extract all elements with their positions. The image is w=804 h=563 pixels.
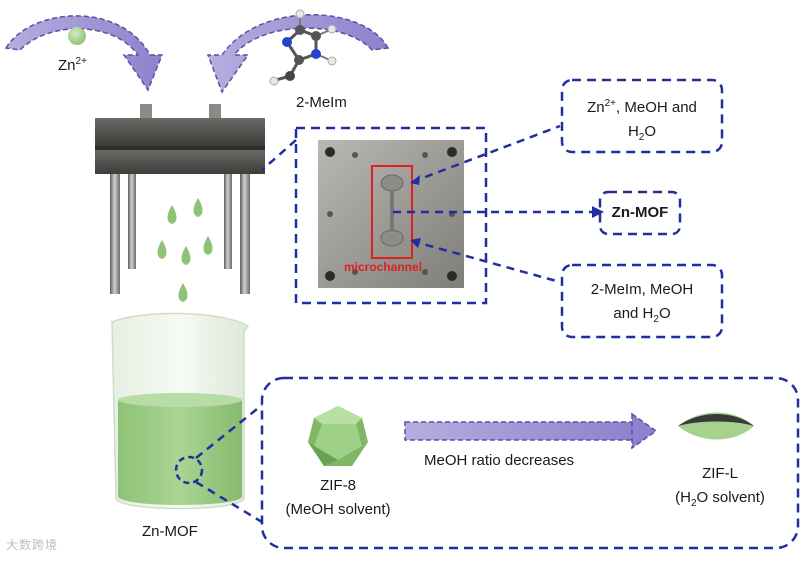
callout-box-bottom bbox=[560, 263, 724, 339]
watermark: 大数跨境 bbox=[6, 538, 59, 552]
zn-ion-label: Zn2+ bbox=[58, 56, 87, 74]
callout-box-middle bbox=[598, 190, 682, 236]
callout-box-top bbox=[560, 78, 724, 154]
droplet-icon bbox=[157, 198, 213, 302]
microchannel-label: microchannel bbox=[344, 260, 423, 274]
beaker-product-label: Zn-MOF bbox=[142, 523, 198, 540]
zifl-label: ZIF-L (H2O solvent) bbox=[675, 465, 765, 509]
zif8-label: ZIF-8 (MeOH solvent) bbox=[285, 477, 391, 518]
callout-middle-text: Zn-MOF bbox=[611, 204, 669, 221]
beaker bbox=[111, 312, 250, 510]
leaf-crystal-icon bbox=[678, 412, 754, 440]
ligand-label: 2-MeIm bbox=[296, 94, 347, 111]
reactor-device bbox=[95, 104, 265, 294]
curved-arrow-icon bbox=[206, 14, 390, 94]
octahedron-crystal-icon bbox=[308, 406, 368, 466]
curved-arrow-icon bbox=[4, 15, 164, 92]
callout-top-text: Zn2+, MeOH and H2O bbox=[587, 98, 697, 143]
zn-ion-sphere-icon bbox=[68, 27, 86, 45]
microchannel-plate bbox=[318, 140, 464, 288]
morphology-box bbox=[260, 376, 800, 550]
callout-bottom-text: 2-MeIm, MeOH and H2O bbox=[590, 281, 694, 325]
plate-inset-box bbox=[294, 126, 488, 305]
imidazole-molecule-icon bbox=[269, 9, 337, 86]
process-arrow-text: MeOH ratio decreases bbox=[424, 452, 575, 469]
process-arrow bbox=[404, 412, 658, 450]
zoom-circle bbox=[174, 455, 204, 485]
